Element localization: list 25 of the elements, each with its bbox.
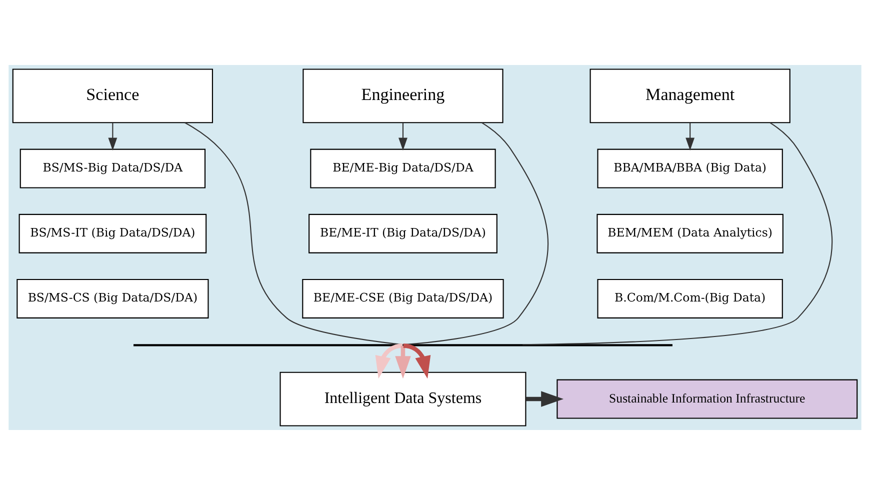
node-box: BE/ME-CSE (Big Data/DS/DA) xyxy=(302,278,504,318)
node-box: Engineering xyxy=(302,68,504,124)
arrow xyxy=(403,344,431,379)
connector xyxy=(522,122,832,346)
arrow xyxy=(686,122,695,151)
node-box: Management xyxy=(590,68,790,124)
arrow xyxy=(398,122,408,151)
node-box: BS/MS-CS (Big Data/DS/DA) xyxy=(16,278,209,318)
node-box: BEM/MEM (Data Analytics) xyxy=(596,214,784,254)
node-box: Sustainable Information Infrastructure xyxy=(556,379,858,419)
node-box: Intelligent Data Systems xyxy=(280,372,526,426)
node-box: Science xyxy=(12,68,214,124)
arrow xyxy=(395,346,411,379)
arrow xyxy=(526,391,564,407)
node-box: B.Com/M.Com-(Big Data) xyxy=(597,278,783,318)
node-bar xyxy=(134,344,672,346)
connector xyxy=(184,122,403,346)
node-box: BE/ME-Big Data/DS/DA xyxy=(310,148,496,188)
node-box: BS/MS-Big Data/DS/DA xyxy=(20,148,206,188)
node-box: BE/ME-IT (Big Data/DS/DA) xyxy=(308,214,498,254)
node-box: BBA/MBA/BBA (Big Data) xyxy=(597,148,783,188)
connector xyxy=(403,122,548,346)
node-box: BS/MS-IT (Big Data/DS/DA) xyxy=(18,214,207,254)
arrow xyxy=(375,344,403,379)
arrow xyxy=(108,122,118,151)
